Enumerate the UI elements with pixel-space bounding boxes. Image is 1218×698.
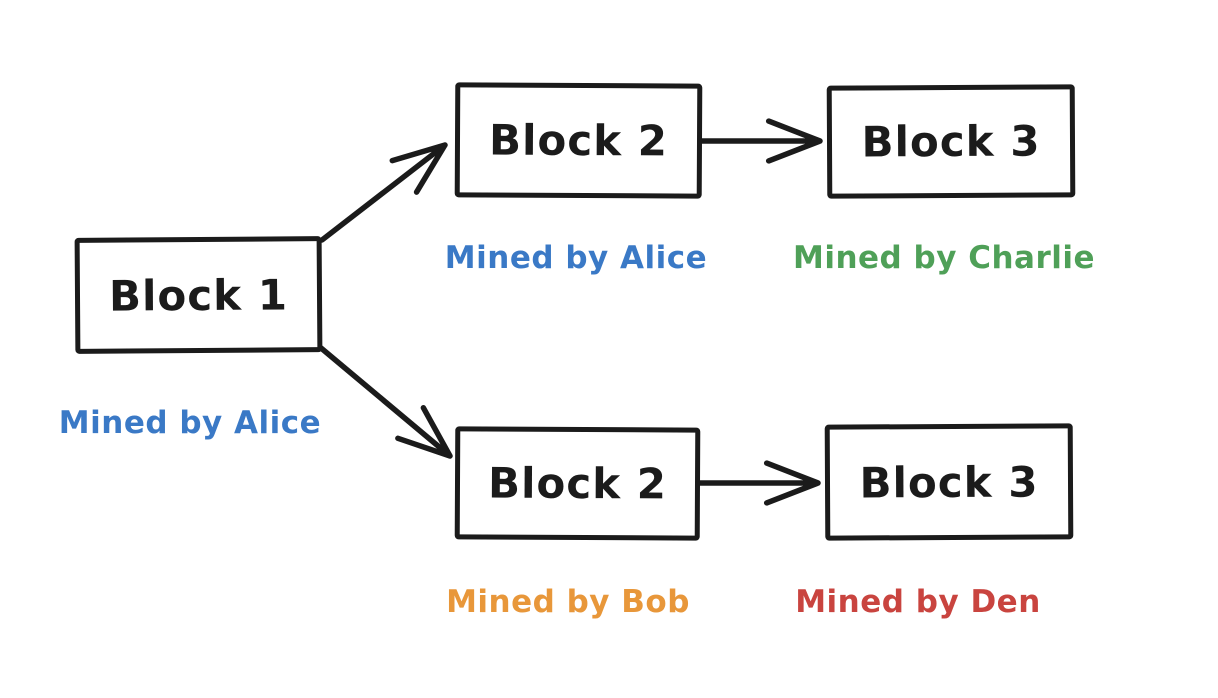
node-block2-bottom[interactable]: Block 2 — [454, 426, 701, 541]
node-block2-top[interactable]: Block 2 — [454, 82, 703, 199]
miner-label-block3-top: Mined by Charlie — [792, 240, 1096, 276]
node-block3-bottom[interactable]: Block 3 — [824, 423, 1074, 541]
node-block3-top[interactable]: Block 3 — [826, 84, 1076, 199]
node-block3-top-label: Block 3 — [861, 116, 1041, 167]
miner-label-block2-bottom: Mined by Bob — [446, 584, 690, 620]
arrow-block2-top-to-block3-top — [697, 118, 823, 164]
miner-label-block2-top: Mined by Alice — [444, 240, 708, 276]
node-block2-bottom-label: Block 2 — [487, 458, 668, 509]
arrow-block1-to-block2-top — [319, 142, 448, 243]
node-block1-label: Block 1 — [108, 269, 289, 321]
node-block2-top-label: Block 2 — [488, 115, 669, 166]
node-block3-bottom-label: Block 3 — [859, 457, 1039, 507]
miner-label-block3-bottom: Mined by Den — [795, 584, 1041, 620]
node-block1[interactable]: Block 1 — [74, 236, 323, 354]
arrow-block1-to-block2-bottom — [318, 345, 453, 459]
arrow-block2-bottom-to-block3-bottom — [695, 460, 821, 506]
miner-label-block1: Mined by Alice — [58, 405, 322, 441]
